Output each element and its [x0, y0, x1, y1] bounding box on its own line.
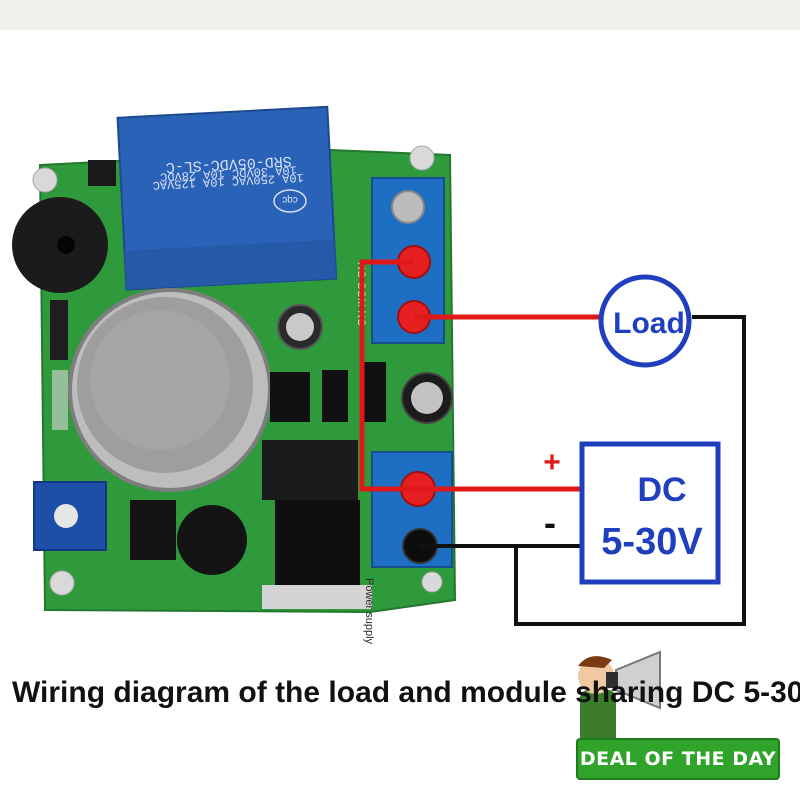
top-band: [0, 0, 800, 30]
mascot-icon: [578, 650, 661, 746]
smd-pads: [52, 370, 68, 430]
cqc-mark: [273, 189, 307, 213]
load-symbol: [598, 274, 692, 368]
mount-hole-bl: [49, 570, 75, 596]
header-left: [270, 372, 310, 422]
relay: [116, 105, 338, 291]
relay-label: SRD-05VDC-SL-C: [165, 152, 292, 176]
gas-sensor-inner: [90, 310, 230, 450]
terminal-screw-1: [391, 190, 425, 224]
capacitor-2-top: [411, 382, 443, 414]
supply-box: [579, 441, 721, 585]
supply-label-voltage: 5-30V: [601, 521, 703, 563]
plus-sign: +: [543, 446, 561, 479]
potentiometer-knob: [54, 504, 78, 528]
wire-load-return: [514, 315, 746, 626]
mount-hole-br: [421, 571, 443, 593]
mount-hole-tl: [32, 167, 58, 193]
power-label: Power supply: [363, 578, 375, 645]
wire-com-bridge: [359, 259, 418, 492]
caption: Wiring diagram of the load and module sh…: [12, 676, 800, 709]
inductor: [177, 505, 247, 575]
regulator-chip: [262, 440, 358, 500]
cqc-text: cqc: [282, 194, 298, 205]
header-mid: [322, 370, 348, 422]
buzzer-hole: [57, 236, 75, 254]
sop-chip: [130, 500, 176, 560]
mount-hole-tr: [409, 145, 435, 171]
supply-label-dc: DC: [637, 471, 686, 509]
regulator-tab: [262, 585, 372, 609]
transistor: [88, 160, 116, 186]
deal-badge: DEAL OF THE DAY: [576, 738, 780, 780]
smd-column: [50, 300, 68, 360]
minus-sign: -: [544, 502, 556, 543]
capacitor-1-top: [286, 313, 314, 341]
load-label: Load: [613, 307, 685, 340]
